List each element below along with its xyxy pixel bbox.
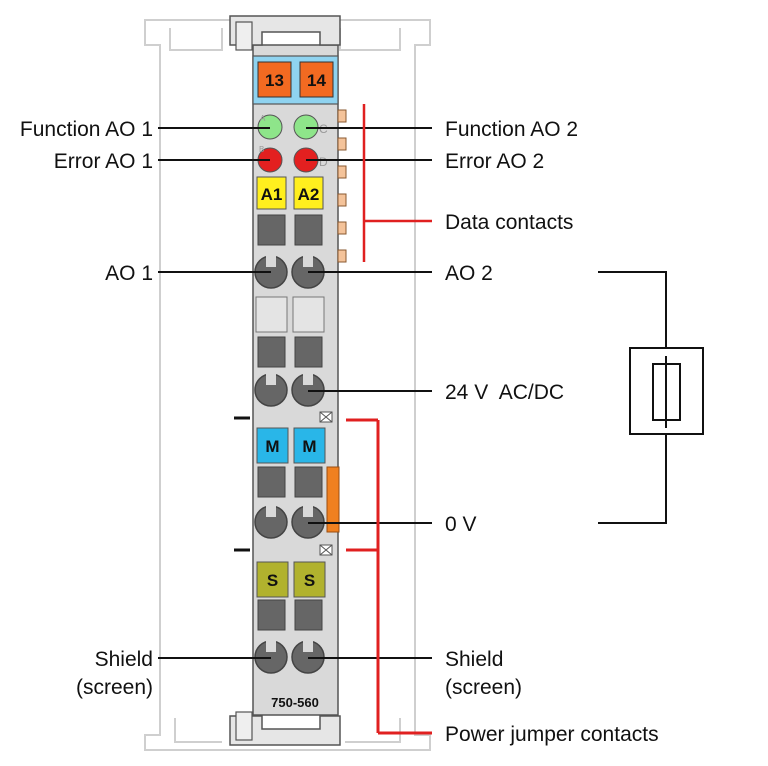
release-button[interactable]	[294, 336, 323, 368]
leader-lines	[158, 127, 432, 659]
release-button[interactable]	[294, 214, 323, 246]
release-button[interactable]	[257, 466, 286, 498]
label-function-ao1: Function AO 1	[20, 118, 153, 141]
led-letter-b: B	[259, 145, 264, 154]
key-s2	[293, 561, 326, 598]
blank-plate	[255, 296, 288, 333]
label-shield-left: Shield	[95, 648, 153, 671]
label-power-jumper-contacts: Power jumper contacts	[445, 723, 659, 746]
resistor-symbol-icon	[598, 271, 704, 524]
label-function-ao2: Function AO 2	[445, 118, 578, 141]
connector-14-label: 14	[307, 71, 326, 90]
label-error-ao1: Error AO 1	[54, 150, 153, 173]
label-24v-acdc: 24 V AC/DC	[445, 381, 564, 404]
label-0v: 0 V	[445, 513, 477, 536]
led-letter-d: D	[319, 155, 328, 169]
key-s1	[256, 561, 289, 598]
key-m1-label: M	[265, 437, 279, 456]
blank-plate	[292, 296, 325, 333]
connector-13-label: 13	[265, 71, 284, 90]
label-shield-right: Shield	[445, 648, 503, 671]
release-button[interactable]	[294, 466, 323, 498]
spring-clamp-icon	[254, 371, 288, 407]
data-contact-pins	[337, 109, 347, 263]
label-data-contacts: Data contacts	[445, 211, 573, 234]
key-m2	[293, 427, 326, 464]
key-a1	[256, 176, 287, 210]
led-letter-a: A	[260, 114, 266, 123]
release-button[interactable]	[257, 214, 286, 246]
label-ao1: AO 1	[105, 262, 153, 285]
connector-14	[299, 61, 334, 98]
label-screen-right: (screen)	[445, 676, 522, 699]
data-contacts-bracket	[362, 104, 432, 262]
release-button[interactable]	[294, 599, 323, 631]
release-button[interactable]	[257, 599, 286, 631]
release-button[interactable]	[257, 336, 286, 368]
spring-clamp-icon	[254, 503, 288, 539]
connector-13	[257, 61, 292, 98]
key-a1-label: A1	[261, 185, 283, 204]
key-s2-label: S	[304, 571, 315, 590]
power-jumper-bracket	[346, 418, 432, 735]
power-jumper-contact	[326, 466, 340, 533]
key-a2-label: A2	[298, 185, 320, 204]
label-screen-left: (screen)	[76, 676, 153, 699]
key-m2-label: M	[302, 437, 316, 456]
label-ao2: AO 2	[445, 262, 493, 285]
key-s1-label: S	[267, 571, 278, 590]
terminal-module: 13 14 A C B D A1 A2	[229, 15, 347, 746]
model-number: 750-560	[271, 695, 319, 710]
key-m1	[256, 427, 289, 464]
label-error-ao2: Error AO 2	[445, 150, 544, 173]
key-a2	[293, 176, 324, 210]
